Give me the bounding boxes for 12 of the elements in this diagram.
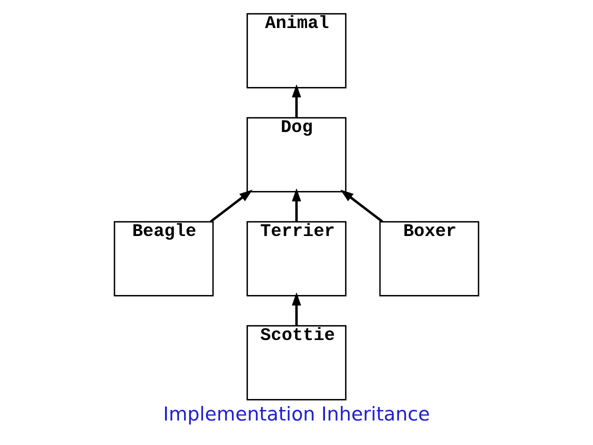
node-box: Terrier xyxy=(246,221,346,296)
arrow xyxy=(210,190,253,223)
node-box: Scottie xyxy=(246,325,346,400)
arrow xyxy=(340,190,384,223)
node-box: Dog xyxy=(246,117,346,192)
caption: Implementation Inheritance xyxy=(163,402,430,426)
arrow xyxy=(292,292,302,326)
node-box: Boxer xyxy=(379,221,480,296)
node-box: Beagle xyxy=(114,221,214,296)
arrow xyxy=(292,84,302,118)
arrow xyxy=(292,188,302,222)
node-box: Animal xyxy=(246,13,346,88)
